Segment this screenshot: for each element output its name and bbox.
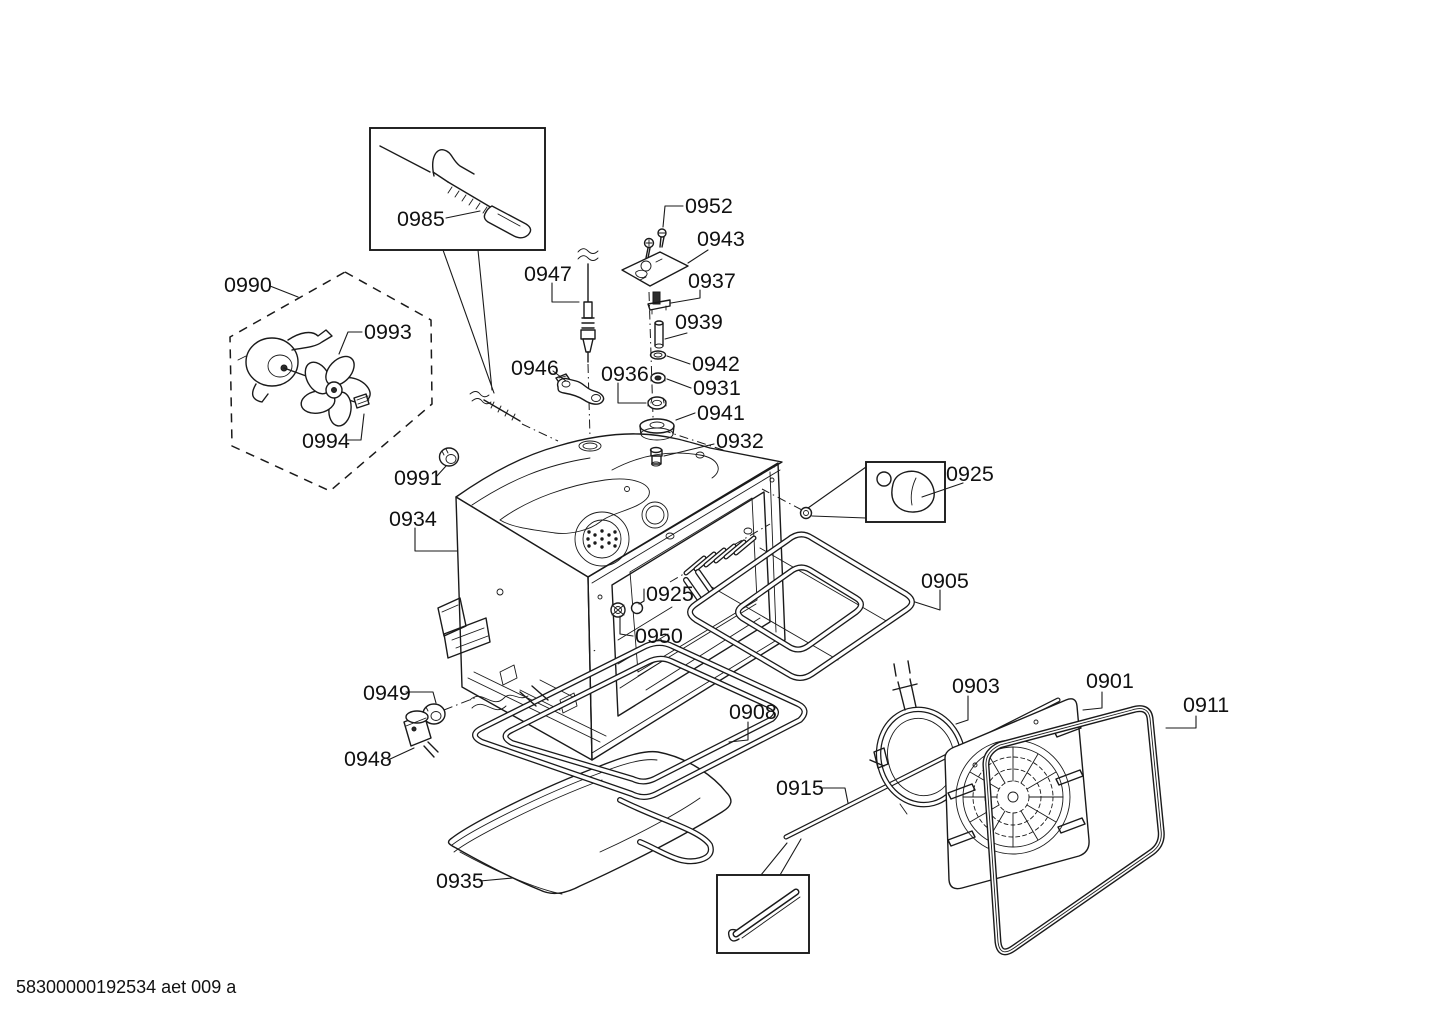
- part-label-0908: 0908: [729, 700, 777, 724]
- part-label-0941: 0941: [697, 401, 745, 425]
- labels: 0990 0993 0994 0991 0985 0947 0952 0943 …: [224, 194, 1229, 893]
- part-label-0950: 0950: [635, 624, 683, 648]
- part-label-0948: 0948: [344, 747, 392, 771]
- part-label-0934: 0934: [389, 507, 437, 531]
- part-label-0942: 0942: [692, 352, 740, 376]
- part-label-0990: 0990: [224, 273, 272, 297]
- part-label-0943: 0943: [697, 227, 745, 251]
- vent-holes: [586, 529, 618, 549]
- part-label-0932: 0932: [716, 429, 764, 453]
- oven-cavity: [437, 433, 786, 761]
- grill-heating-element: [683, 531, 915, 681]
- socket-and-nut: [610, 601, 644, 618]
- part-label-0905: 0905: [921, 569, 969, 593]
- part-label-0946: 0946: [511, 356, 559, 380]
- part-label-0939: 0939: [675, 310, 723, 334]
- nut-0931: [650, 372, 666, 384]
- part-label-0994: 0994: [302, 429, 350, 453]
- thermostat-0948: [403, 710, 439, 758]
- cover-plate: [621, 251, 689, 287]
- lamp-detail-box: [799, 461, 946, 523]
- part-0937: [647, 291, 671, 315]
- part-label-0949: 0949: [363, 681, 411, 705]
- part-0932: [649, 446, 663, 467]
- o-ring-0942: [649, 350, 667, 360]
- fan-motor-assembly: [229, 271, 433, 492]
- part-label-0991: 0991: [394, 466, 442, 490]
- bottom-heating-element: [472, 640, 808, 865]
- part-label-0936: 0936: [601, 362, 649, 386]
- part-label-0947: 0947: [524, 262, 572, 286]
- part-label-0993: 0993: [364, 320, 412, 344]
- insulation-blanket: [447, 750, 732, 895]
- element-terminal-pins: [683, 527, 757, 576]
- part-label-0903: 0903: [952, 674, 1000, 698]
- part-label-0925-socket: 0925: [646, 582, 694, 606]
- door-gasket: [982, 705, 1165, 956]
- part-label-0911: 0911: [1183, 693, 1229, 717]
- grommet-0941: [639, 418, 675, 441]
- part-label-0925-lamp: 0925: [946, 462, 994, 486]
- probe-tip: [469, 391, 521, 422]
- part-label-0931: 0931: [693, 376, 741, 400]
- part-label-0937: 0937: [688, 269, 736, 293]
- part-label-0901: 0901: [1086, 669, 1134, 693]
- tube-0939: [654, 320, 664, 349]
- part-label-0915: 0915: [776, 776, 824, 800]
- grommet-0991: [438, 447, 460, 467]
- fan-wheel: [300, 355, 371, 427]
- part-label-0952: 0952: [685, 194, 733, 218]
- part-label-0935: 0935: [436, 869, 484, 893]
- probe-detail-box: [369, 127, 546, 394]
- nut-0936: [647, 396, 667, 410]
- temperature-sensor: [577, 248, 599, 363]
- document-number: 58300000192534 aet 009 a: [16, 977, 237, 997]
- fan-grille: [962, 746, 1064, 848]
- screws-0952: [643, 228, 667, 259]
- part-label-0985: 0985: [397, 207, 445, 231]
